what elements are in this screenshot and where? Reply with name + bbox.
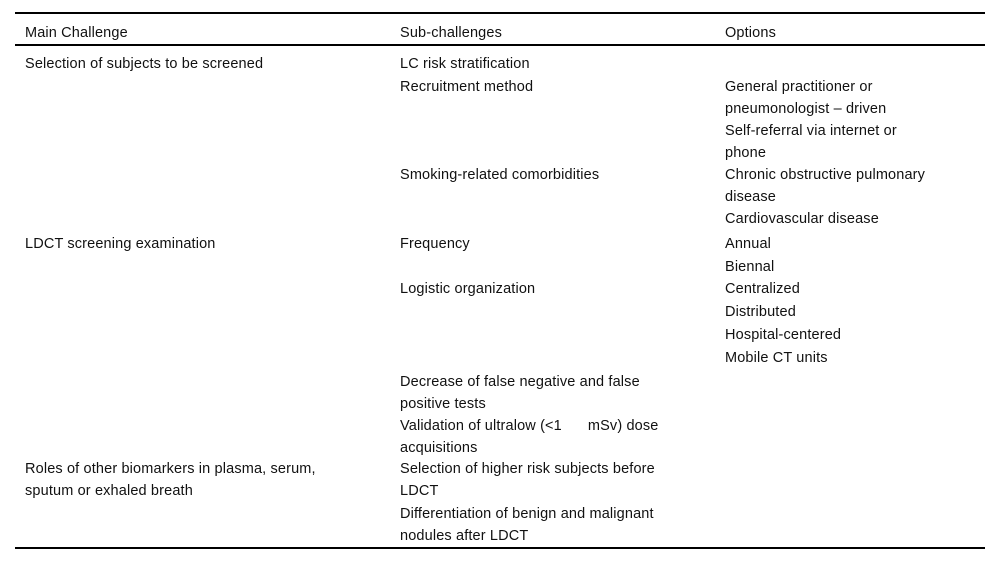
column-header-main-challenge: Main Challenge xyxy=(25,25,128,41)
sub-challenge-line: Differentiation of benign and malignant xyxy=(400,506,654,522)
main-challenge-line: Selection of subjects to be screened xyxy=(25,56,264,72)
option-line: disease xyxy=(725,189,776,205)
option-line: Hospital-centered xyxy=(725,327,842,343)
option-line: pneumonologist – driven xyxy=(725,101,887,117)
sub-challenge-line: Recruitment method xyxy=(400,79,534,95)
option-line: Distributed xyxy=(725,304,796,320)
sub-challenge-line: nodules after LDCT xyxy=(400,528,529,544)
table-bottom-rule xyxy=(15,547,985,549)
sub-challenge-line: Logistic organization xyxy=(400,281,536,297)
sub-challenge-line: LDCT xyxy=(400,483,439,499)
main-challenge-line: sputum or exhaled breath xyxy=(25,483,193,499)
option-line: Biennal xyxy=(725,259,775,275)
main-challenge-line: LDCT screening examination xyxy=(25,236,216,252)
option-line: Annual xyxy=(725,236,772,252)
option-line: Self-referral via internet or xyxy=(725,123,897,139)
sub-challenge-line: positive tests xyxy=(400,396,486,412)
sub-challenge-line: Selection of higher risk subjects before xyxy=(400,461,655,477)
table-header-rule xyxy=(15,44,985,46)
column-header-options: Options xyxy=(725,25,776,41)
column-header-sub-challenges: Sub-challenges xyxy=(400,25,502,41)
option-line: phone xyxy=(725,145,767,161)
sub-challenge-line: acquisitions xyxy=(400,440,478,456)
sub-challenge-line: Frequency xyxy=(400,236,470,252)
sub-challenge-line: Decrease of false negative and false xyxy=(400,374,640,390)
main-challenge-line: Roles of other biomarkers in plasma, ser… xyxy=(25,461,316,477)
table-top-rule xyxy=(15,12,985,14)
sub-challenge-line: LC risk stratification xyxy=(400,56,530,72)
option-line: Cardiovascular disease xyxy=(725,211,879,227)
option-line: Mobile CT units xyxy=(725,350,828,366)
sub-challenge-line: Smoking-related comorbidities xyxy=(400,167,600,183)
option-line: Chronic obstructive pulmonary xyxy=(725,167,926,183)
option-line: Centralized xyxy=(725,281,800,297)
option-line: General practitioner or xyxy=(725,79,873,95)
